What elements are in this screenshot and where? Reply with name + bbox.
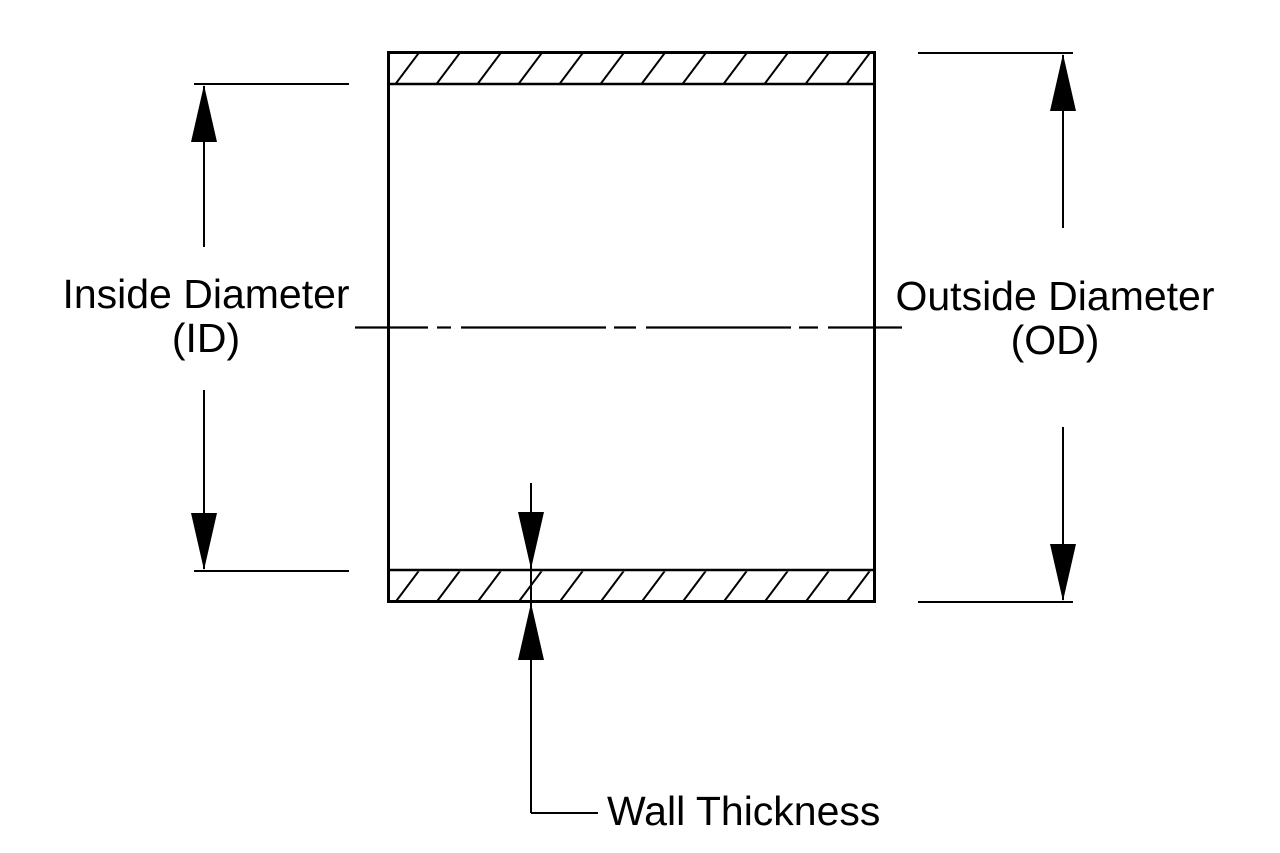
inside-diameter-label: Inside Diameter (ID) [36, 272, 376, 360]
wall-thickness-label-text: Wall Thickness [607, 788, 881, 834]
id-arrowhead-down-icon [191, 513, 217, 570]
inside-diameter-label-line2: (ID) [171, 315, 241, 361]
id-arrowhead-up-icon [191, 85, 217, 142]
outside-diameter-label-line1: Outside Diameter [895, 273, 1215, 319]
wall-thickness-callout [518, 483, 598, 814]
bottom-wall-hatch [390, 571, 873, 601]
wt-arrowhead-up-icon [518, 603, 544, 660]
wall-thickness-label: Wall Thickness [607, 789, 880, 833]
inside-diameter-dimension [191, 83, 349, 572]
outside-diameter-dimension [918, 52, 1076, 603]
outside-diameter-label-line2: (OD) [1010, 317, 1100, 363]
wt-arrowhead-down-icon [518, 512, 544, 569]
od-arrowhead-down-icon [1050, 544, 1076, 601]
top-wall-hatch [390, 54, 873, 83]
outside-diameter-label: Outside Diameter (OD) [875, 274, 1235, 362]
od-arrowhead-up-icon [1050, 54, 1076, 111]
inside-diameter-label-line1: Inside Diameter [62, 271, 350, 317]
